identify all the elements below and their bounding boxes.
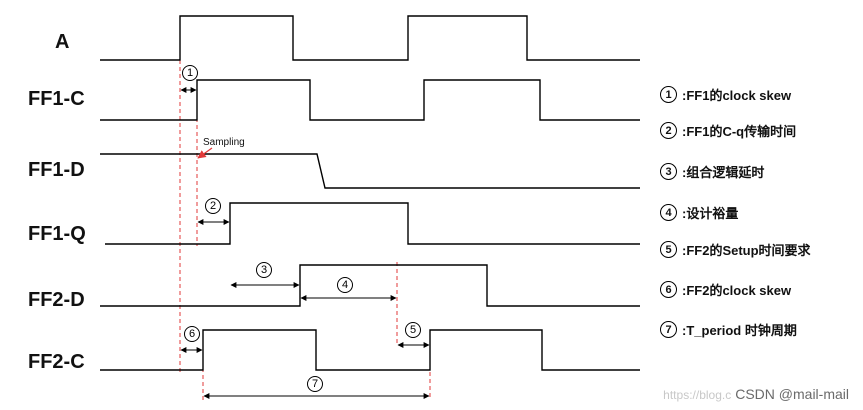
sampling-arrow [197, 147, 213, 159]
legend-text-5: :FF2的Setup时间要求 [682, 243, 811, 258]
legend-text-1: :FF1的clock skew [682, 88, 792, 103]
marker-5-label: 5 [410, 324, 416, 336]
waveform-a [100, 15, 640, 61]
watermark-url: https://blog.c [663, 388, 732, 402]
marker-6 [184, 326, 200, 342]
signal-label-ff2-c: FF2-C [28, 351, 85, 373]
legend-item-6: 6 :FF2的clock skew [660, 280, 791, 299]
marker-2-label: 2 [210, 200, 216, 212]
waveform-ff1-q [105, 202, 640, 245]
legend-item-3: 3 :组合逻辑延时 [660, 162, 764, 181]
waveform-ff2-d [100, 264, 640, 307]
legend-text-4: :设计裕量 [682, 206, 739, 221]
marker-7-label: 7 [312, 378, 318, 390]
marker-4 [337, 277, 353, 293]
legend-num-4: 4 [660, 204, 677, 221]
legend-item-5: 5 :FF2的Setup时间要求 [660, 240, 811, 259]
marker-2 [205, 198, 221, 214]
marker-3 [256, 262, 272, 278]
waveform-ff1-d [100, 153, 640, 189]
legend-text-6: :FF2的clock skew [682, 283, 792, 298]
signal-label-ff1-d: FF1-D [28, 159, 85, 181]
legend-item-4: 4 :设计裕量 [660, 203, 738, 222]
waveform-ff2-c [100, 329, 640, 371]
marker-5 [405, 322, 421, 338]
legend-num-5: 5 [660, 241, 677, 258]
marker-1-label: 1 [187, 67, 193, 79]
signal-label-a: A [55, 31, 69, 53]
legend-item-7: 7 :T_period 时钟周期 [660, 320, 797, 339]
sampling-label: Sampling [203, 137, 245, 148]
legend-num-2: 2 [660, 122, 677, 139]
legend-num-6: 6 [660, 281, 677, 298]
marker-6-label: 6 [189, 328, 195, 340]
legend-num-3: 3 [660, 163, 677, 180]
waveform-ff1-c [100, 79, 640, 121]
legend-item-2: 2 :FF1的C-q传输时间 [660, 121, 796, 140]
marker-4-label: 4 [342, 279, 348, 291]
signal-label-ff1-c: FF1-C [28, 88, 85, 110]
legend-item-1: 1 :FF1的clock skew [660, 85, 791, 104]
signal-label-ff1-q: FF1-Q [28, 223, 86, 245]
legend-num-7: 7 [660, 321, 677, 338]
legend-num-1: 1 [660, 86, 677, 103]
watermark-text: CSDN @mail-mail [735, 386, 849, 402]
legend-text-7: :T_period 时钟周期 [682, 323, 797, 338]
signal-label-ff2-d: FF2-D [28, 289, 85, 311]
marker-7 [307, 376, 323, 392]
marker-3-label: 3 [261, 264, 267, 276]
legend-text-2: :FF1的C-q传输时间 [682, 124, 797, 139]
legend-text-3: :组合逻辑延时 [682, 165, 765, 180]
marker-1 [182, 65, 198, 81]
